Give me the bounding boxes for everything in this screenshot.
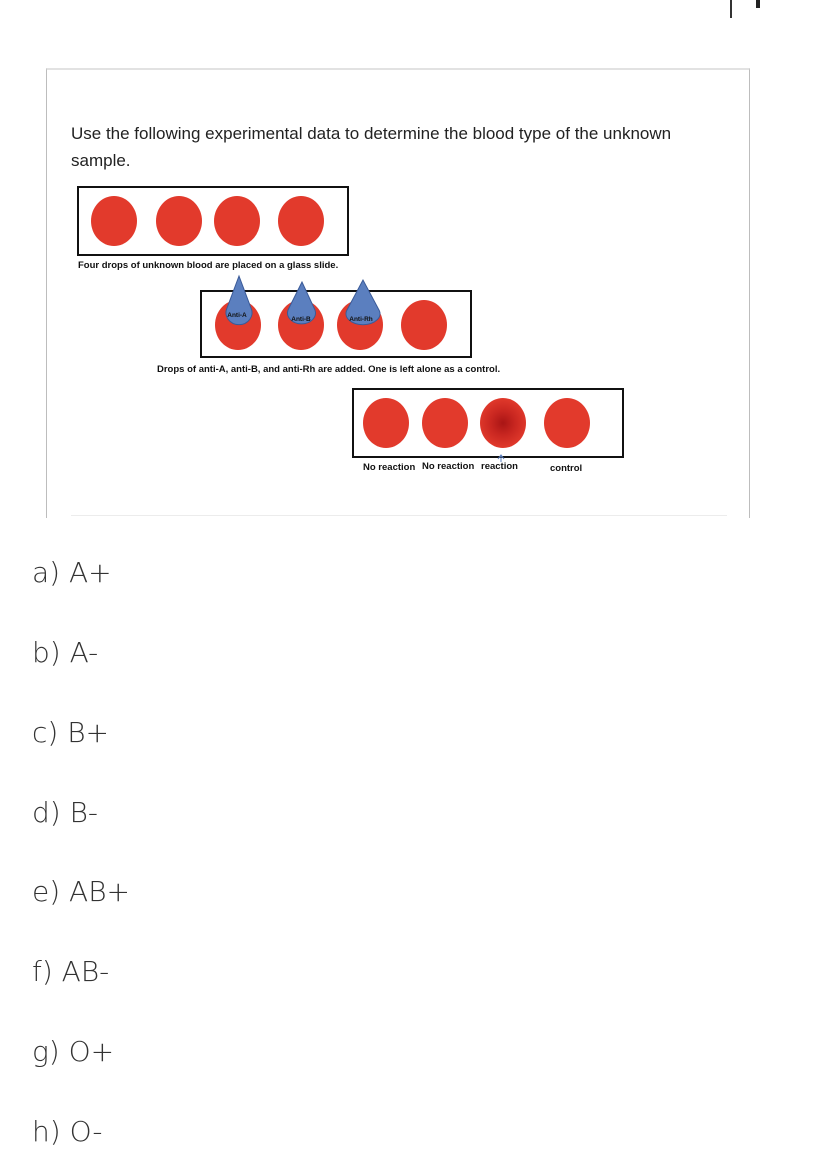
blood-drop — [156, 196, 202, 246]
reagent-drop-anti-rh: Anti-Rh — [345, 278, 381, 326]
blood-drop — [91, 196, 137, 246]
blood-drop — [401, 300, 447, 350]
option-e[interactable]: e) AB+ — [32, 875, 130, 908]
card-divider — [71, 515, 727, 516]
expand-icon[interactable] — [644, 0, 674, 6]
blood-typing-diagram: Four drops of unknown blood are placed o… — [47, 70, 751, 520]
blood-drop — [422, 398, 468, 448]
caption-step1: Four drops of unknown blood are placed o… — [78, 260, 339, 271]
reagent-drop-anti-a: Anti-A — [225, 274, 253, 326]
option-c[interactable]: c) B+ — [32, 716, 110, 749]
top-toolbar — [640, 0, 828, 24]
option-h[interactable]: h) O- — [32, 1115, 103, 1148]
reagent-label: Anti-B — [291, 316, 311, 323]
toolbar-divider — [730, 0, 732, 18]
result-label: reaction — [481, 461, 518, 472]
more-icon[interactable] — [756, 0, 760, 8]
slide-results — [352, 388, 624, 458]
result-label: No reaction — [422, 461, 475, 472]
option-b[interactable]: b) A- — [32, 636, 99, 669]
question-text: Use the following experimental data to d… — [71, 124, 672, 170]
option-a[interactable]: a) A+ — [32, 556, 112, 589]
blood-drop — [363, 398, 409, 448]
result-label: control — [550, 463, 583, 474]
reaction-arrow — [497, 454, 505, 462]
result-label: No reaction — [363, 462, 416, 473]
reagent-label: Anti-Rh — [349, 316, 372, 323]
blood-drop — [214, 196, 260, 246]
blood-drop — [278, 196, 324, 246]
option-f[interactable]: f) AB- — [32, 955, 110, 988]
blood-drop-reacted — [480, 398, 526, 448]
question-card: Use the following experimental data to d… — [46, 68, 750, 518]
reagent-drop-anti-b: Anti-B — [287, 280, 316, 325]
reagent-drops: Anti-A Anti-B Anti-Rh — [225, 274, 381, 326]
reagent-label: Anti-A — [227, 312, 247, 319]
option-g[interactable]: g) O+ — [32, 1035, 115, 1068]
slide-unknown-blood — [77, 186, 349, 256]
caption-step2: Drops of anti-A, anti-B, and anti-Rh are… — [157, 364, 501, 375]
option-d[interactable]: d) B- — [32, 796, 99, 829]
blood-drop — [544, 398, 590, 448]
